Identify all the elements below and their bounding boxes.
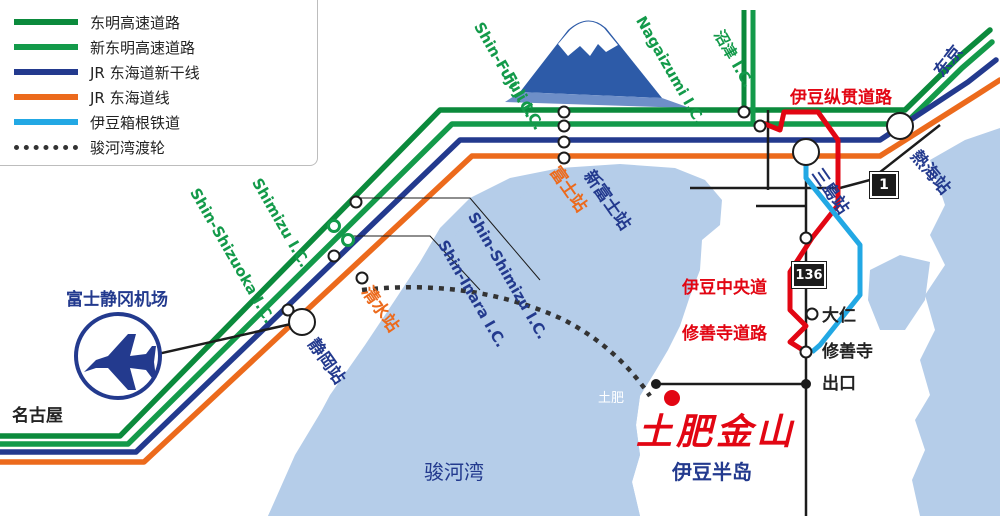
shimizu-station-marker <box>355 271 369 285</box>
izu-chuo-marker <box>799 231 813 245</box>
fuji-station-marker <box>557 151 571 165</box>
legend-label: 骏河湾渡轮 <box>90 138 166 157</box>
legend-label: 伊豆箱根铁道 <box>90 113 181 132</box>
legend-item: JR 东海道线 <box>14 87 170 107</box>
shin-shizuoka-ic-marker-a <box>327 249 341 263</box>
shin-fuji-station-marker <box>557 135 571 149</box>
shin-inara-leader <box>346 235 481 291</box>
label-toi-port: 土肥 <box>598 391 625 406</box>
shin-fuji-ic-marker <box>557 105 571 119</box>
map-legend: 东明高速道路 新东明高速道路 JR 东海道新干线 JR 东海道线 伊豆箱根铁道 … <box>0 0 318 166</box>
shin-shimizu-leader <box>356 197 541 281</box>
ohito-marker <box>805 307 819 321</box>
suruga-bay-sea-west <box>268 180 640 516</box>
mount-fuji-icon <box>505 20 690 108</box>
label-izu-chuo-road: 伊豆中央道 <box>682 278 767 298</box>
legend-label: 新东明高速道路 <box>90 38 196 57</box>
label-ohito: 大仁 <box>822 306 856 326</box>
legend-swatch <box>14 144 78 150</box>
airplane-icon <box>74 312 162 400</box>
tokaido-line <box>0 77 1000 465</box>
route-1-sign: 1 <box>870 172 898 198</box>
legend-item: 新东明高速道路 <box>14 37 195 57</box>
shuzenji-marker <box>799 345 813 359</box>
legend-label: JR 东海道线 <box>90 88 170 107</box>
shin-shizuoka-ic-marker-b <box>281 303 295 317</box>
label-izu-peninsula: 伊豆半岛 <box>672 460 752 484</box>
label-nagoya: 名古屋 <box>12 406 63 426</box>
toi-port-marker <box>651 379 661 389</box>
nagaizumi-ic-marker <box>737 105 751 119</box>
toi-kinzan-marker <box>664 390 680 406</box>
label-suruga-bay: 骏河湾 <box>424 460 484 484</box>
legend-swatch <box>14 69 78 75</box>
suruga-ferry-route <box>361 285 652 398</box>
izu-jukan-road <box>759 109 841 355</box>
legend-label: JR 东海道新干线 <box>90 63 200 82</box>
mishima-station-marker <box>792 138 820 166</box>
shizuoka-station-marker <box>288 308 316 336</box>
numazu-ic-marker <box>753 119 767 133</box>
legend-item: 骏河湾渡轮 <box>14 137 165 157</box>
legend-swatch <box>14 19 78 25</box>
legend-swatch <box>14 44 78 50</box>
legend-item: 东明高速道路 <box>14 12 180 32</box>
fuji-ic-marker <box>557 119 571 133</box>
tomei-expressway <box>0 27 993 439</box>
legend-item: JR 东海道新干线 <box>14 62 200 82</box>
label-shuzenji-road: 修善寺道路 <box>682 324 767 344</box>
legend-item: 伊豆箱根铁道 <box>14 112 180 132</box>
izuhakone-railway <box>803 152 863 354</box>
legend-label: 东明高速道路 <box>90 13 181 32</box>
label-izu-jukan-road: 伊豆纵贯道路 <box>790 88 892 108</box>
east-coast-sea <box>868 255 930 330</box>
tokyo-station-marker <box>886 112 914 140</box>
label-airport: 富士静冈机场 <box>66 290 168 310</box>
sagami-bay-sea <box>912 128 1000 516</box>
label-exit: 出口 <box>822 374 856 394</box>
shinkansen-line <box>0 57 999 455</box>
label-toi-kinzan: 土肥金山 <box>636 411 797 453</box>
shin-shimizu-ic-marker <box>327 219 341 233</box>
route-136-sign: 136 <box>792 262 826 288</box>
legend-swatch <box>14 94 78 100</box>
shimizu-ic-marker <box>349 195 363 209</box>
route-1-road <box>690 124 941 190</box>
exit-marker <box>801 379 811 389</box>
label-shuzenji: 修善寺 <box>822 342 873 362</box>
legend-swatch <box>14 119 78 125</box>
shin-inara-ic-marker <box>341 233 355 247</box>
